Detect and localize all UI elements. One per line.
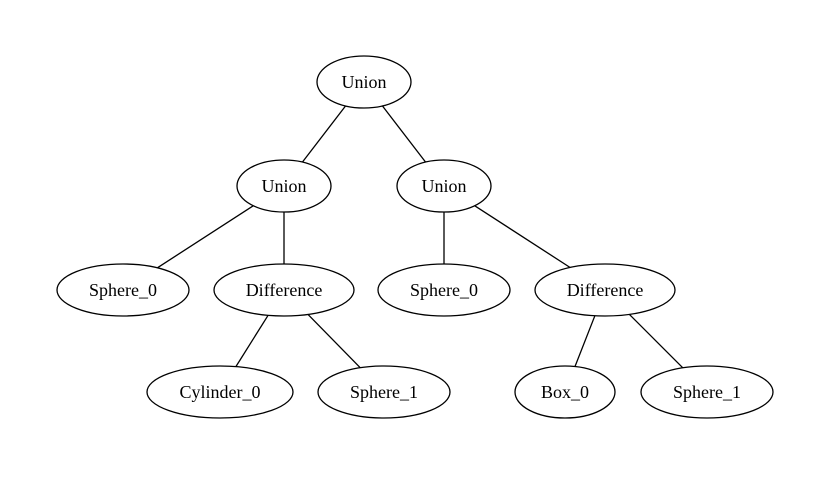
- edge-union-to-union-right: [381, 105, 427, 163]
- node-cylinder-0: Cylinder_0: [146, 365, 294, 419]
- node-union-right: Union: [396, 159, 492, 213]
- node-sphere-1-left-label: Sphere_1: [350, 382, 418, 402]
- node-sphere-0-right-ellipse: [377, 263, 511, 317]
- edge-difference-right-to-sphere-1: [628, 313, 684, 369]
- node-sphere-1-left-ellipse: [317, 365, 451, 419]
- node-difference-left: Difference: [213, 263, 355, 317]
- node-difference-left-label: Difference: [246, 280, 323, 300]
- edge-difference-left-to-sphere-1: [307, 313, 361, 369]
- node-cylinder-0-ellipse: [146, 365, 294, 419]
- node-sphere-0-left-ellipse: [56, 263, 190, 317]
- node-box-0: Box_0: [514, 365, 616, 419]
- node-cylinder-0-label: Cylinder_0: [180, 382, 261, 402]
- node-sphere-0-left-label: Sphere_0: [89, 280, 157, 300]
- node-box-0-label: Box_0: [541, 382, 589, 402]
- node-union-root-ellipse: [316, 55, 412, 109]
- node-sphere-0-right: Sphere_0: [377, 263, 511, 317]
- node-sphere-1-left: Sphere_1: [317, 365, 451, 419]
- node-difference-right-label: Difference: [567, 280, 644, 300]
- node-difference-right-ellipse: [534, 263, 676, 317]
- node-union-left: Union: [236, 159, 332, 213]
- tree-nodes: Union Union Union Sphere_0 Difference Sp…: [56, 55, 774, 419]
- edge-union-left-to-sphere-0: [157, 205, 254, 269]
- node-union-root: Union: [316, 55, 412, 109]
- edge-union-to-union-left: [301, 105, 347, 163]
- node-union-left-ellipse: [236, 159, 332, 213]
- node-union-root-label: Union: [342, 72, 387, 92]
- node-union-left-label: Union: [262, 176, 307, 196]
- node-sphere-0-left: Sphere_0: [56, 263, 190, 317]
- node-sphere-1-right: Sphere_1: [640, 365, 774, 419]
- node-union-right-label: Union: [422, 176, 467, 196]
- node-sphere-0-right-label: Sphere_0: [410, 280, 478, 300]
- node-difference-left-ellipse: [213, 263, 355, 317]
- tree-edges: [157, 105, 684, 369]
- edge-difference-right-to-box-0: [574, 315, 596, 367]
- node-box-0-ellipse: [514, 365, 616, 419]
- node-difference-right: Difference: [534, 263, 676, 317]
- node-union-right-ellipse: [396, 159, 492, 213]
- edge-difference-left-to-cylinder-0: [235, 314, 269, 367]
- edge-union-right-to-difference: [474, 205, 571, 269]
- node-sphere-1-right-label: Sphere_1: [673, 382, 741, 402]
- node-sphere-1-right-ellipse: [640, 365, 774, 419]
